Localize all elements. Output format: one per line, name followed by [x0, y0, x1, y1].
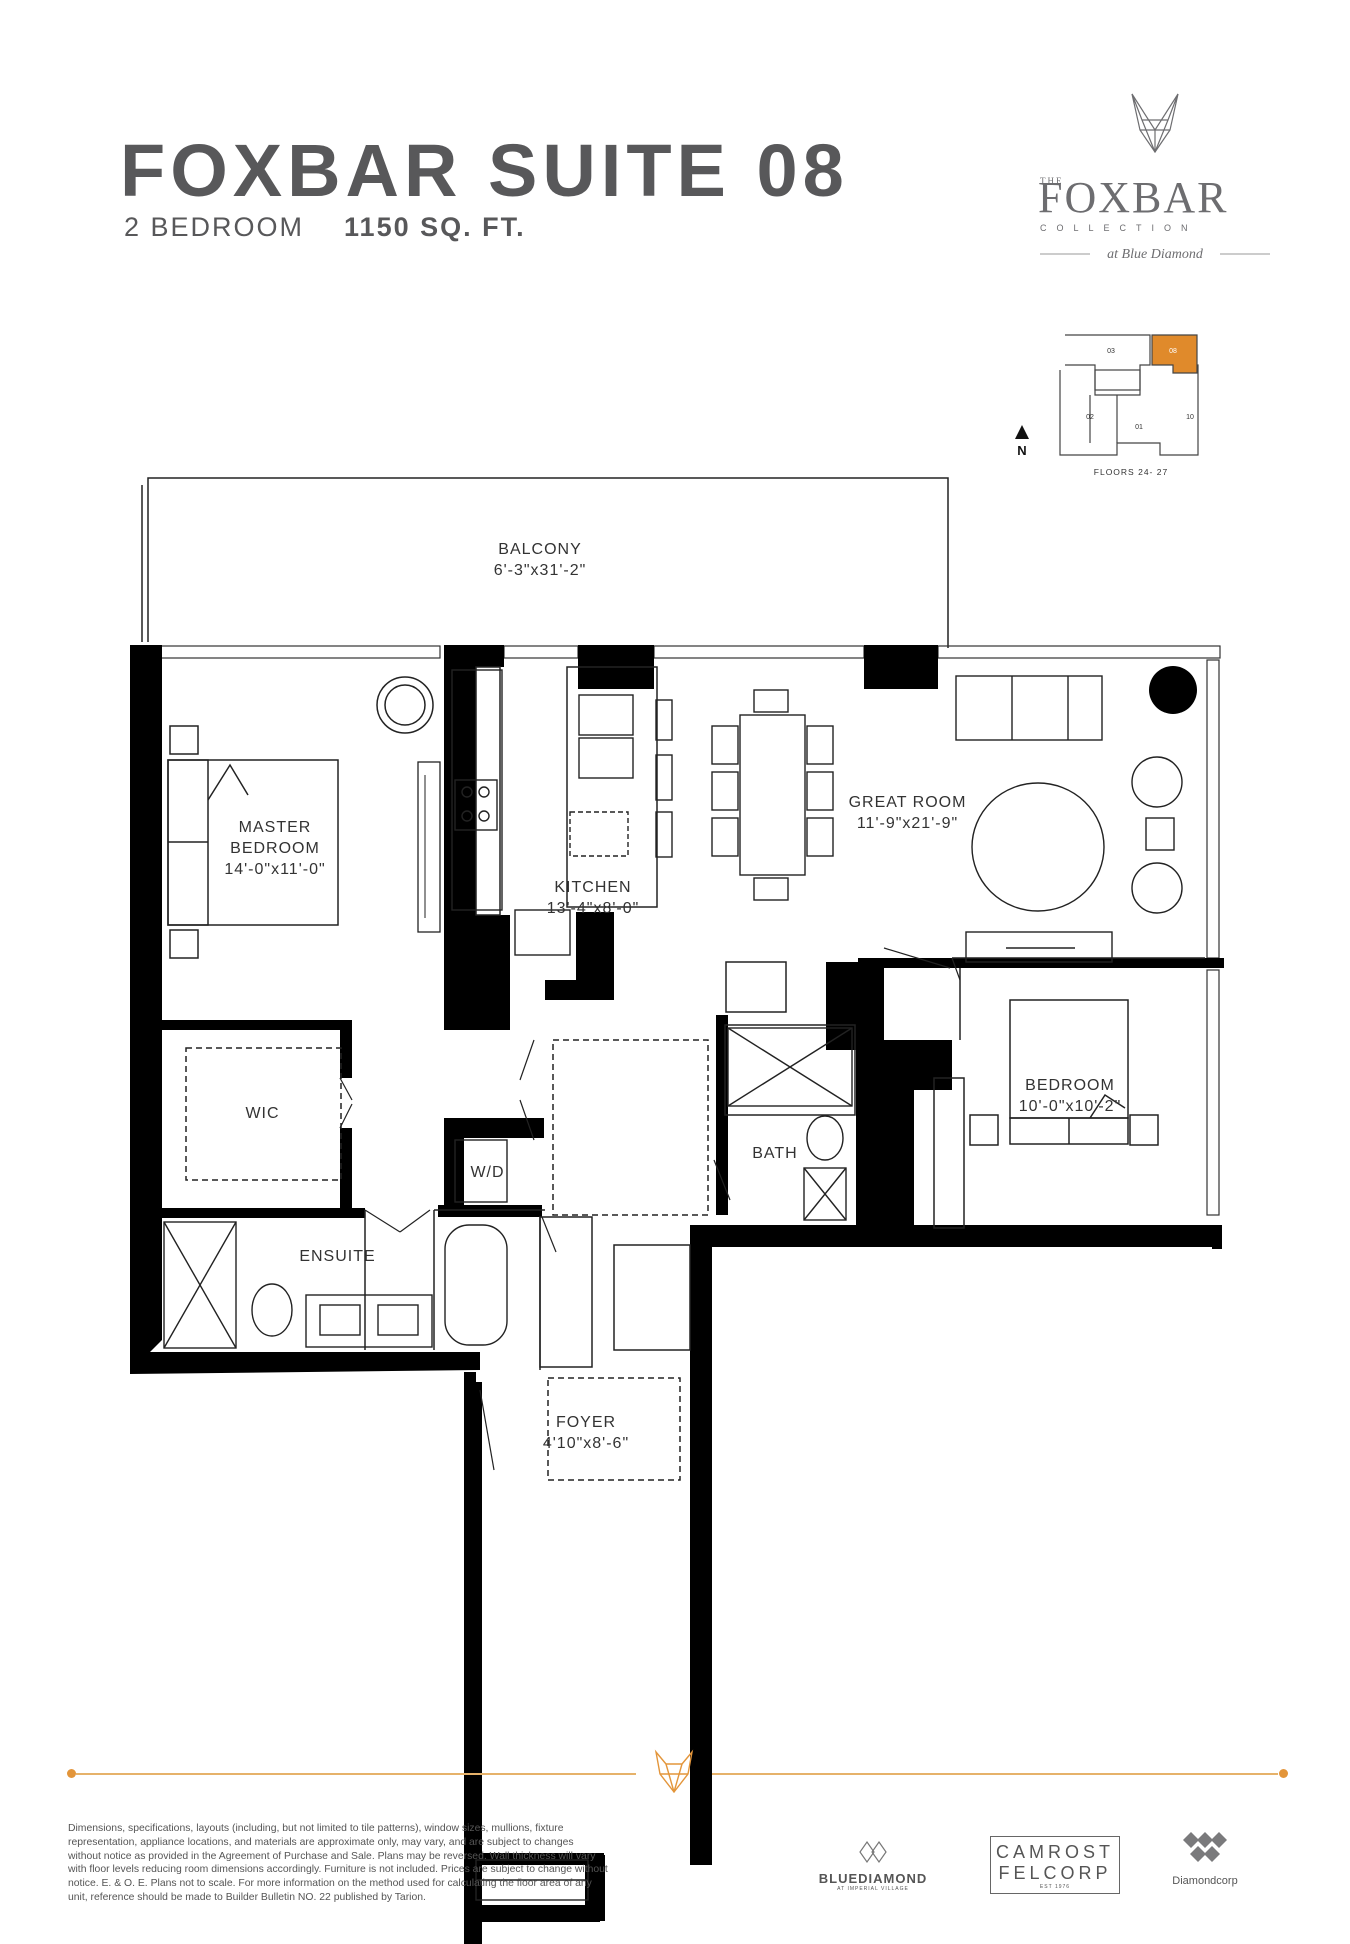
logo-the: THE	[1040, 176, 1064, 186]
room-name: MASTER BEDROOM	[230, 819, 320, 857]
keyplan-unit-10: 10	[1186, 414, 1194, 421]
floor-area: 1150 SQ. FT.	[344, 212, 526, 242]
foxbar-collection-logo: THE FOXBAR COLLECTION at Blue Diamond	[1038, 93, 1270, 262]
brand-line2: FELCORP	[998, 1863, 1112, 1883]
brand-est: EST 1976	[1039, 1884, 1071, 1890]
brand-name: BLUEDIAMOND	[818, 1871, 928, 1886]
page-title: FOXBAR SUITE 08	[120, 129, 849, 212]
keyplan-unit-01: 01	[1135, 424, 1143, 431]
footer-dot-left	[67, 1769, 76, 1778]
walls	[130, 645, 1224, 1944]
room-foyer: FOYER 4'10"x8'-6"	[536, 1413, 636, 1455]
camrost-felcorp-logo: CAMROST FELCORP EST 1976	[990, 1836, 1120, 1894]
keyplan-unit-08: 08	[1169, 348, 1177, 355]
room-dims: 4'10"x8'-6"	[542, 1434, 630, 1452]
room-wic: WIC	[225, 1104, 300, 1125]
room-name: BATH	[752, 1145, 798, 1162]
bluediamond-logo: BLUEDIAMOND AT IMPERIAL VILLAGE	[808, 1840, 938, 1892]
room-name: KITCHEN	[554, 879, 632, 896]
room-name: GREAT ROOM	[848, 794, 967, 811]
room-master-bedroom: MASTER BEDROOM 14'-0"x11'-0"	[205, 818, 345, 880]
footer-rule-right	[712, 1773, 1278, 1775]
room-name: W/D	[470, 1164, 505, 1181]
highlighted-unit	[1151, 334, 1198, 374]
room-name: BALCONY	[498, 541, 582, 558]
room-dims: 6'-3"x31'-2"	[493, 561, 587, 579]
balcony-outline	[141, 477, 949, 648]
room-name: ENSUITE	[299, 1248, 376, 1265]
room-balcony: BALCONY 6'-3"x31'-2"	[480, 540, 600, 582]
room-wd: W/D	[455, 1163, 520, 1184]
room-name: BEDROOM	[1025, 1077, 1115, 1094]
door-swings	[339, 947, 961, 1471]
room-kitchen: KITCHEN 13'-4"x8'-0"	[528, 878, 658, 920]
diamond-icon	[859, 1840, 887, 1864]
key-plan: 03 08 02 01 10 N FLOORS 24- 27	[1015, 334, 1199, 477]
dining-table	[711, 689, 834, 901]
keyplan-unit-02: 02	[1086, 414, 1094, 421]
bath-fixtures	[454, 1027, 853, 1221]
footer-rule-left	[76, 1773, 636, 1775]
brand-subtitle: AT IMPERIAL VILLAGE	[837, 1886, 909, 1892]
ensuite-fixtures	[163, 1221, 508, 1349]
brand-line1: CAMROST	[996, 1842, 1114, 1862]
keyplan-unit-03: 03	[1107, 348, 1115, 355]
master-bed	[167, 725, 339, 959]
living-furniture	[955, 675, 1183, 963]
north-label: N	[1017, 443, 1026, 458]
kitchen-counters	[451, 669, 673, 956]
keyplan-caption: FLOORS 24- 27	[1094, 467, 1168, 477]
armchair-icon	[376, 676, 434, 734]
room-great-room: GREAT ROOM 11'-9"x21'-9"	[835, 793, 980, 835]
windows	[159, 645, 1221, 1216]
room-dims: 14'-0"x11'-0"	[224, 860, 326, 878]
room-ensuite: ENSUITE	[290, 1247, 385, 1268]
room-name: WIC	[245, 1105, 280, 1122]
plant-icon	[1149, 666, 1197, 714]
logo-collection: COLLECTION	[1040, 223, 1198, 233]
room-dims: 10'-0"x10'-2"	[1018, 1097, 1122, 1115]
diamondcorp-icon	[1183, 1832, 1227, 1862]
bedroom-count: 2 BEDROOM	[124, 212, 305, 242]
room-bath: BATH	[740, 1144, 810, 1165]
legal-disclaimer: Dimensions, specifications, layouts (inc…	[68, 1823, 608, 1904]
fox-head-icon	[1131, 93, 1179, 154]
north-arrow-icon	[1015, 425, 1029, 439]
foyer-closet	[475, 1859, 589, 1901]
room-dims: 11'-9"x21'-9"	[856, 814, 959, 832]
dresser	[417, 761, 441, 933]
brand-name: Diamondcorp	[1172, 1875, 1238, 1887]
room-bedroom: BEDROOM 10'-0"x10'-2"	[1000, 1076, 1140, 1118]
footer-dot-right	[1279, 1769, 1288, 1778]
room-dims: 13'-4"x8'-0"	[546, 899, 640, 917]
second-bed	[969, 999, 1159, 1146]
diamondcorp-logo: Diamondcorp	[1160, 1826, 1250, 1887]
logo-name: FOXBAR	[1038, 173, 1229, 222]
unit-summary: 2 BEDROOM 1150 SQ. FT.	[124, 212, 526, 243]
room-name: FOYER	[555, 1414, 617, 1431]
logo-tagline: at Blue Diamond	[1107, 247, 1204, 262]
fox-head-icon	[654, 1749, 694, 1794]
